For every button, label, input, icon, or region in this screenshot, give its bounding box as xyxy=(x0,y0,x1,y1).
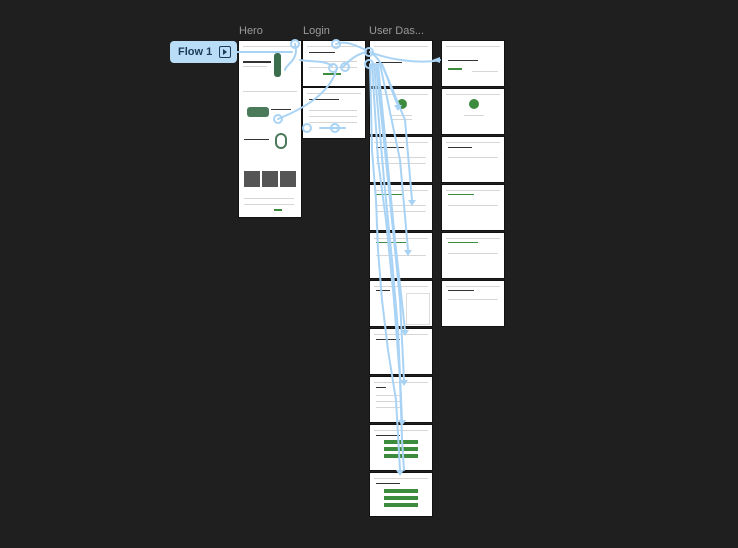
frame-label-login[interactable]: Login xyxy=(303,25,330,37)
dashboard-alt-frame-2[interactable] xyxy=(442,89,504,134)
dashboard-frame-1[interactable] xyxy=(370,41,432,86)
frame-label-hero[interactable]: Hero xyxy=(239,25,263,37)
dashboard-frame-3[interactable] xyxy=(370,137,432,182)
dashboard-frame-4[interactable] xyxy=(370,185,432,230)
dashboard-alt-frame-4[interactable] xyxy=(442,185,504,230)
dashboard-frame-7[interactable] xyxy=(370,329,432,374)
login-frame-1[interactable] xyxy=(303,41,365,86)
dashboard-frame-8[interactable] xyxy=(370,377,432,422)
dashboard-frame-2[interactable] xyxy=(370,89,432,134)
hero-frame[interactable] xyxy=(239,41,301,217)
dashboard-alt-frame-1[interactable] xyxy=(442,41,504,86)
dashboard-frame-9[interactable] xyxy=(370,425,432,470)
frame-label-user-dashboard[interactable]: User Das... xyxy=(369,25,425,37)
dashboard-frame-5[interactable] xyxy=(370,233,432,278)
dashboard-alt-frame-6[interactable] xyxy=(442,281,504,326)
login-frame-2[interactable] xyxy=(303,88,365,138)
dashboard-frame-10[interactable] xyxy=(370,473,432,516)
dashboard-frame-6[interactable] xyxy=(370,281,432,326)
play-icon[interactable] xyxy=(219,46,231,58)
flow-label: Flow 1 xyxy=(178,46,213,58)
dashboard-alt-frame-5[interactable] xyxy=(442,233,504,278)
flow-start-tag[interactable]: Flow 1 xyxy=(170,41,237,63)
dashboard-alt-frame-3[interactable] xyxy=(442,137,504,182)
